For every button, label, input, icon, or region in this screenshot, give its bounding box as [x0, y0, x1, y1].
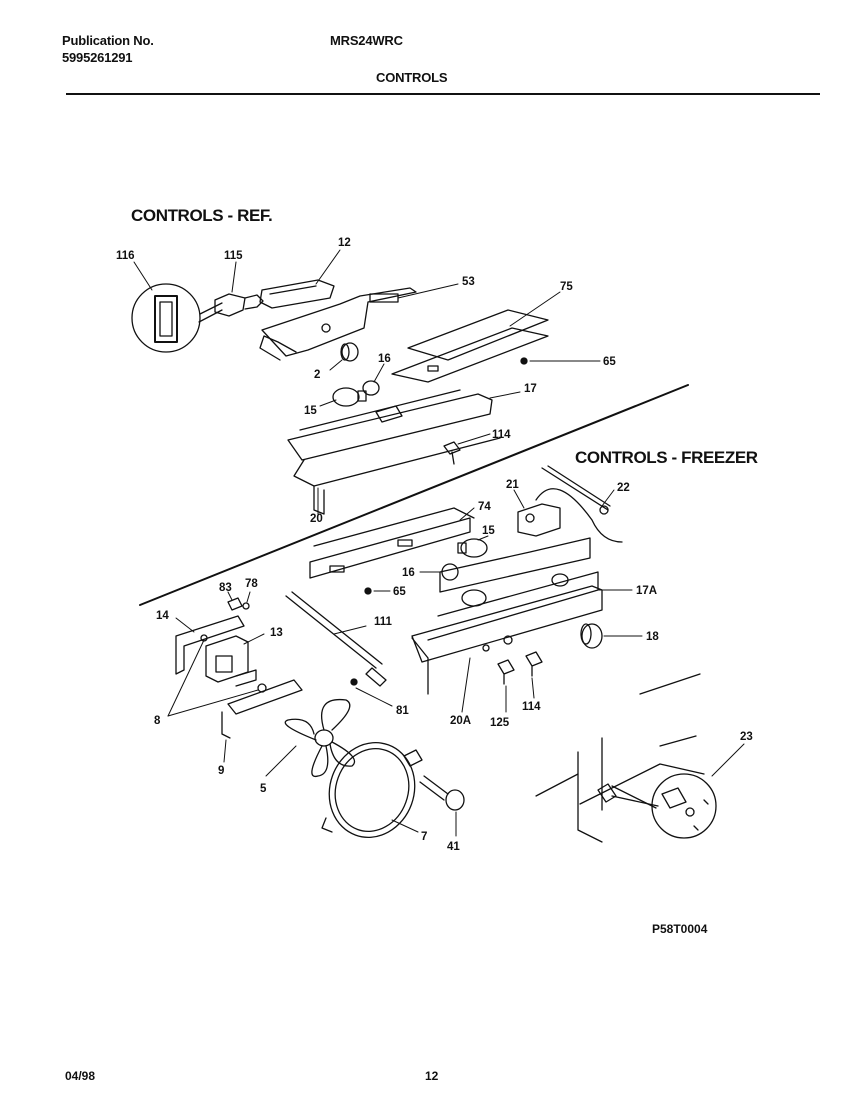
part-65-screw	[520, 357, 528, 365]
callout-114a: 114	[492, 429, 511, 441]
part-7-fan-shroud	[321, 742, 423, 838]
callout-16a: 16	[378, 353, 391, 365]
callout-65a: 65	[603, 356, 616, 368]
part-2-knob	[340, 342, 359, 362]
part-15b-bulb	[457, 538, 488, 558]
section-title-header: CONTROLS	[376, 70, 448, 85]
part-18-knob	[580, 623, 603, 649]
callout-15b: 15	[482, 525, 495, 537]
part-111-harness	[285, 591, 387, 687]
part-116-detail-circle	[131, 283, 223, 353]
footer-page-number: 12	[425, 1069, 439, 1083]
part-74-plate	[309, 507, 475, 579]
figure-code: P58T0004	[652, 922, 708, 936]
part-65b-screw	[364, 587, 372, 595]
callout-116: 116	[116, 250, 135, 262]
callout-83: 83	[219, 582, 232, 594]
part-13-fan-motor	[205, 635, 257, 687]
part-15-bulb	[332, 387, 367, 407]
part-78-screw	[242, 602, 250, 610]
callout-8: 8	[154, 715, 161, 727]
part-5-fan-blade	[284, 698, 356, 778]
part-75-plate	[391, 309, 549, 383]
callout-12: 12	[338, 237, 351, 249]
part-17A-housing	[427, 537, 599, 641]
part-16b-socket	[441, 563, 459, 581]
leader-lines	[133, 249, 745, 837]
ref-controls-title: CONTROLS - REF.	[131, 206, 273, 225]
callout-15a: 15	[304, 405, 317, 417]
callout-13: 13	[270, 627, 283, 639]
callout-111: 111	[374, 616, 393, 628]
part-53-housing	[259, 287, 417, 361]
callout-78: 78	[245, 578, 258, 590]
callout-labels: 116 115 12 53 75 2 16 65 15 17 114 20 22…	[116, 237, 753, 853]
footer-date: 04/98	[65, 1069, 96, 1083]
part-41-bolt	[419, 775, 465, 811]
part-22-sensor	[541, 465, 611, 515]
callout-20: 20	[310, 513, 323, 525]
callout-17A: 17A	[636, 585, 657, 597]
callout-75: 75	[560, 281, 573, 293]
callout-53: 53	[462, 276, 475, 288]
section-divider-line	[139, 384, 689, 606]
callout-115: 115	[224, 250, 243, 262]
freezer-controls-title: CONTROLS - FREEZER	[575, 448, 758, 467]
callout-5: 5	[260, 783, 267, 795]
part-20A-panel	[411, 585, 603, 695]
callout-14: 14	[156, 610, 169, 622]
callout-7: 7	[421, 831, 427, 843]
part-23-cabinet-detail	[535, 673, 717, 843]
callout-20A: 20A	[450, 715, 471, 727]
callout-17: 17	[524, 383, 537, 395]
part-14-bracket	[175, 615, 303, 739]
part-83-clip	[227, 597, 243, 611]
part-115-switch	[214, 293, 264, 317]
callout-81: 81	[396, 705, 409, 717]
callout-22: 22	[617, 482, 630, 494]
publication-label: Publication No.	[62, 33, 154, 48]
callout-9: 9	[218, 765, 224, 777]
part-114b-fitting	[525, 651, 543, 677]
callout-41: 41	[447, 841, 460, 853]
callout-114b: 114	[522, 701, 541, 713]
part-12-shield	[259, 279, 335, 309]
callout-18: 18	[646, 631, 659, 643]
callout-2: 2	[314, 369, 320, 381]
part-125-fitting	[497, 659, 515, 685]
part-17-control-panel	[287, 389, 501, 515]
callout-74: 74	[478, 501, 491, 513]
model-number: MRS24WRC	[330, 33, 403, 48]
part-21-thermostat	[517, 488, 623, 543]
callout-23: 23	[740, 731, 753, 743]
callout-16b: 16	[402, 567, 415, 579]
callout-65b: 65	[393, 586, 406, 598]
callout-125: 125	[490, 717, 510, 729]
part-16-socket	[362, 380, 380, 396]
callout-21: 21	[506, 479, 519, 491]
part-114-fitting	[443, 441, 461, 465]
part-81-screw	[350, 678, 358, 686]
publication-number: 5995261291	[62, 50, 133, 65]
header-rule	[66, 93, 820, 95]
